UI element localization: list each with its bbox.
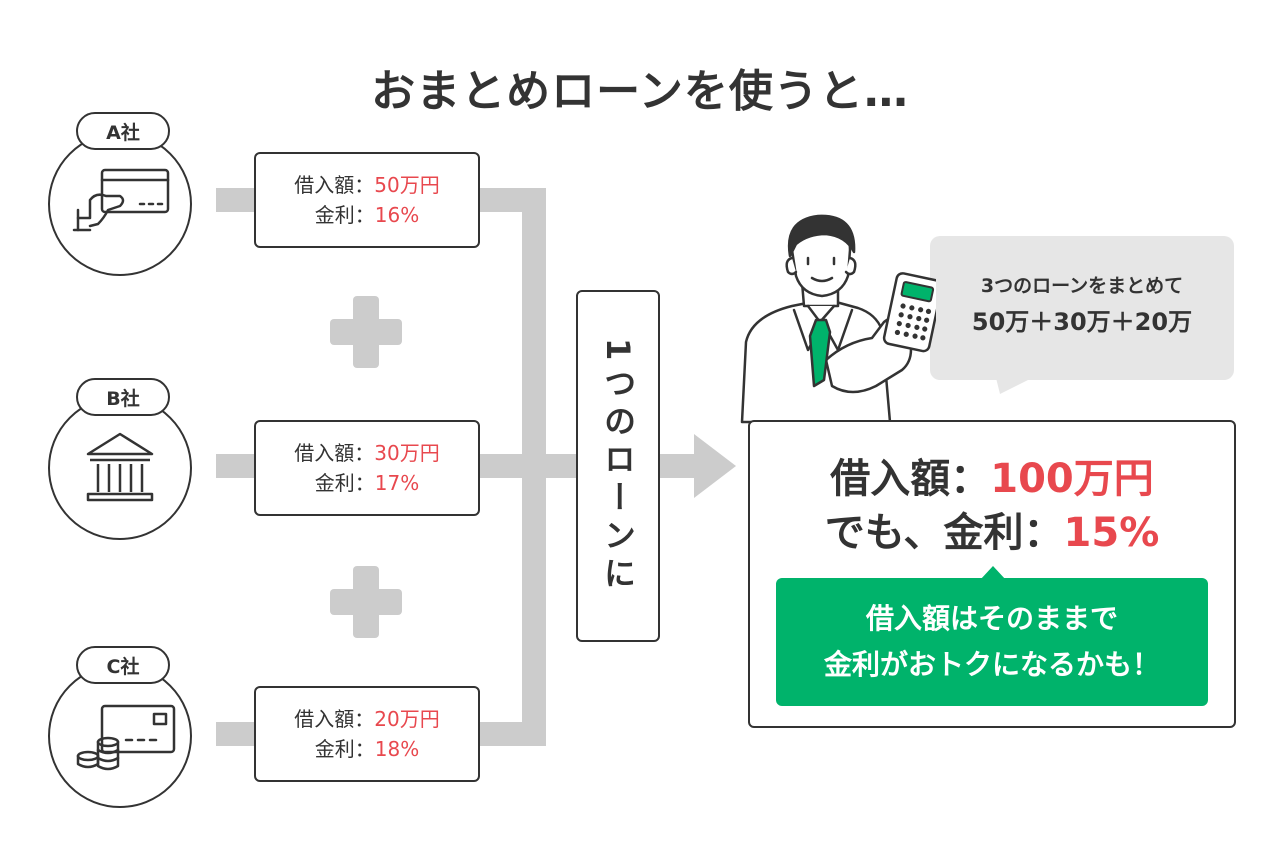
result-amount-value: 100万円 xyxy=(990,456,1154,502)
merge-label-box: 1つのローンに xyxy=(576,290,660,642)
result-amount-line: 借入額：100万円 xyxy=(748,452,1236,506)
connector-a xyxy=(216,188,256,212)
company-a-tag: A社 xyxy=(76,112,170,150)
loan-amount-line: 借入額：30万円 xyxy=(294,438,439,468)
green-box-pointer xyxy=(980,566,1006,580)
loan-amount-line: 借入額：50万円 xyxy=(294,170,439,200)
result-amount-label: 借入額： xyxy=(830,456,991,502)
company-c-circle xyxy=(48,664,192,808)
plus-icon xyxy=(330,296,402,368)
rate-value: 18% xyxy=(374,737,420,761)
page-title: おまとめローンを使うと… xyxy=(371,66,909,117)
plus-icon xyxy=(330,566,402,638)
businessman-calculator-icon xyxy=(740,214,936,424)
rate-label: 金利： xyxy=(314,203,375,227)
merge-label: 1つのローンに xyxy=(599,337,637,595)
loan-rate-line: 金利：18% xyxy=(315,734,419,764)
loan-box-c: 借入額：20万円 金利：18% xyxy=(254,686,480,782)
company-a-circle xyxy=(48,132,192,276)
benefit-line-1: 借入額はそのままで xyxy=(865,602,1118,635)
bubble-line-2: 50万＋30万＋20万 xyxy=(971,308,1193,336)
benefit-note: 借入額はそのままで 金利がおトクになるかも！ xyxy=(776,578,1208,706)
benefit-line-2: 金利がおトクになるかも！ xyxy=(823,648,1160,681)
bubble-text: 3つのローンをまとめて 50万＋30万＋20万 xyxy=(930,270,1234,342)
result-rate-value: 15% xyxy=(1063,510,1160,556)
company-c-tag: C社 xyxy=(76,646,170,684)
card-coins-icon xyxy=(76,704,176,771)
company-b-tag: B社 xyxy=(76,378,170,416)
loan-amount-line: 借入額：20万円 xyxy=(294,704,439,734)
loan-box-b: 借入額：30万円 金利：17% xyxy=(254,420,480,516)
amount-value: 30万円 xyxy=(374,441,440,465)
rate-value: 16% xyxy=(374,203,420,227)
bank-building-icon xyxy=(86,432,154,502)
connector-b xyxy=(216,454,256,478)
connector-c xyxy=(216,722,256,746)
amount-label: 借入額： xyxy=(294,441,375,465)
amount-value: 50万円 xyxy=(374,173,440,197)
rate-value: 17% xyxy=(374,471,420,495)
speech-bubble xyxy=(930,236,1234,380)
amount-value: 20万円 xyxy=(374,707,440,731)
connector-to-result xyxy=(660,454,700,478)
bubble-line-1: 3つのローンをまとめて xyxy=(980,275,1184,297)
bubble-tail xyxy=(996,378,1032,394)
amount-label: 借入額： xyxy=(294,173,375,197)
loan-rate-line: 金利：17% xyxy=(315,468,419,498)
result-rate-label: でも、金利： xyxy=(824,510,1064,556)
arrow-right-icon xyxy=(694,434,736,498)
company-b-circle xyxy=(48,396,192,540)
rate-label: 金利： xyxy=(314,737,375,761)
rate-label: 金利： xyxy=(314,471,375,495)
credit-card-hand-icon xyxy=(72,168,170,232)
loan-box-a: 借入額：50万円 金利：16% xyxy=(254,152,480,248)
result-rate-line: でも、金利：15% xyxy=(748,506,1236,560)
amount-label: 借入額： xyxy=(294,707,375,731)
loan-rate-line: 金利：16% xyxy=(315,200,419,230)
connector-trunk xyxy=(522,188,546,746)
